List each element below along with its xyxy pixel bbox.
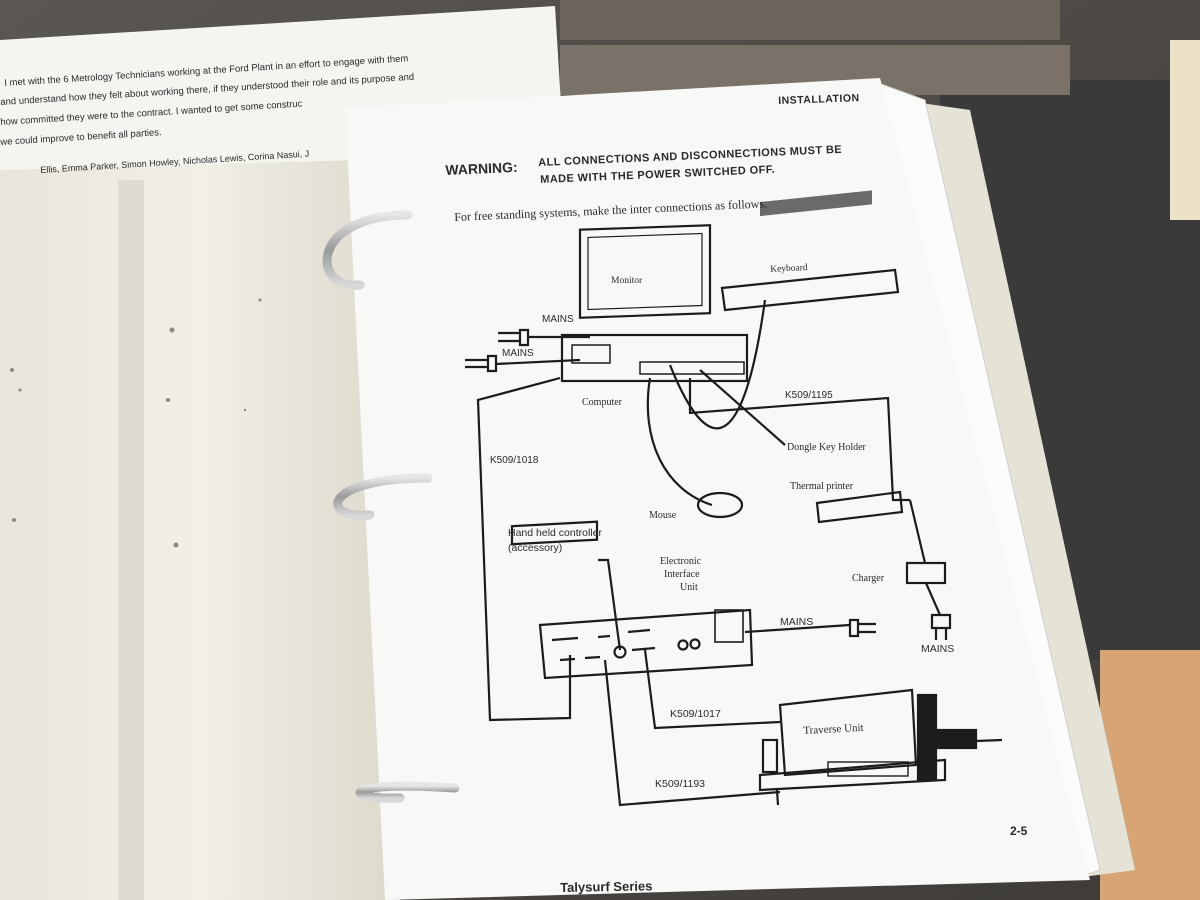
metal-bar-top — [560, 0, 1060, 40]
manual-page — [345, 78, 1090, 900]
label-computer: Computer — [582, 397, 622, 408]
label-eiu-3: Unit — [680, 582, 698, 593]
label-mains-lower: MAINS — [502, 348, 534, 359]
page-number: 2-5 — [1010, 824, 1028, 838]
thermal-printer-box — [815, 490, 904, 524]
label-mains-charger: MAINS — [921, 643, 955, 655]
binder-cover — [0, 160, 400, 900]
label-eiu-1: Electronic — [660, 556, 702, 567]
binder-ring-1 — [322, 210, 413, 290]
label-dongle: Dongle Key Holder — [787, 442, 866, 453]
monitor-box — [578, 224, 712, 319]
binder-stains — [10, 298, 262, 548]
label-cable-k1017: K509/1017 — [670, 708, 721, 720]
label-cable-k1018: K509/1018 — [490, 455, 539, 466]
label-mouse: Mouse — [649, 510, 677, 521]
hand-held-box — [510, 520, 599, 546]
wiring-diagram — [465, 190, 1003, 807]
label-hand-held-2: (accessory) — [508, 542, 563, 554]
label-charger: Charger — [852, 573, 885, 584]
warning-label: WARNING: — [445, 158, 518, 178]
binder-ring-3 — [355, 781, 460, 803]
cream-block — [1170, 40, 1200, 220]
binder-ring-2 — [333, 473, 433, 520]
label-thermal-printer: Thermal printer — [790, 481, 854, 492]
label-monitor: Monitor — [611, 276, 643, 286]
label-mains-eiu: MAINS — [780, 616, 814, 628]
binder-spine-fold — [118, 180, 144, 900]
label-mains-upper: MAINS — [542, 314, 574, 325]
label-hand-held-1: Hand held controller — [508, 527, 602, 539]
label-keyboard: Keyboard — [770, 263, 808, 275]
traverse-unit-box — [778, 688, 918, 777]
keyboard-shape — [720, 268, 900, 312]
label-eiu-2: Interface — [664, 569, 700, 580]
mouse-shape — [696, 491, 744, 519]
eiu-box — [538, 608, 754, 680]
computer-box — [560, 333, 749, 383]
label-cable-k1195: K509/1195 — [785, 390, 833, 401]
footer-series: Talysurf Series — [560, 878, 653, 895]
label-cable-k1193: K509/1193 — [655, 778, 706, 790]
